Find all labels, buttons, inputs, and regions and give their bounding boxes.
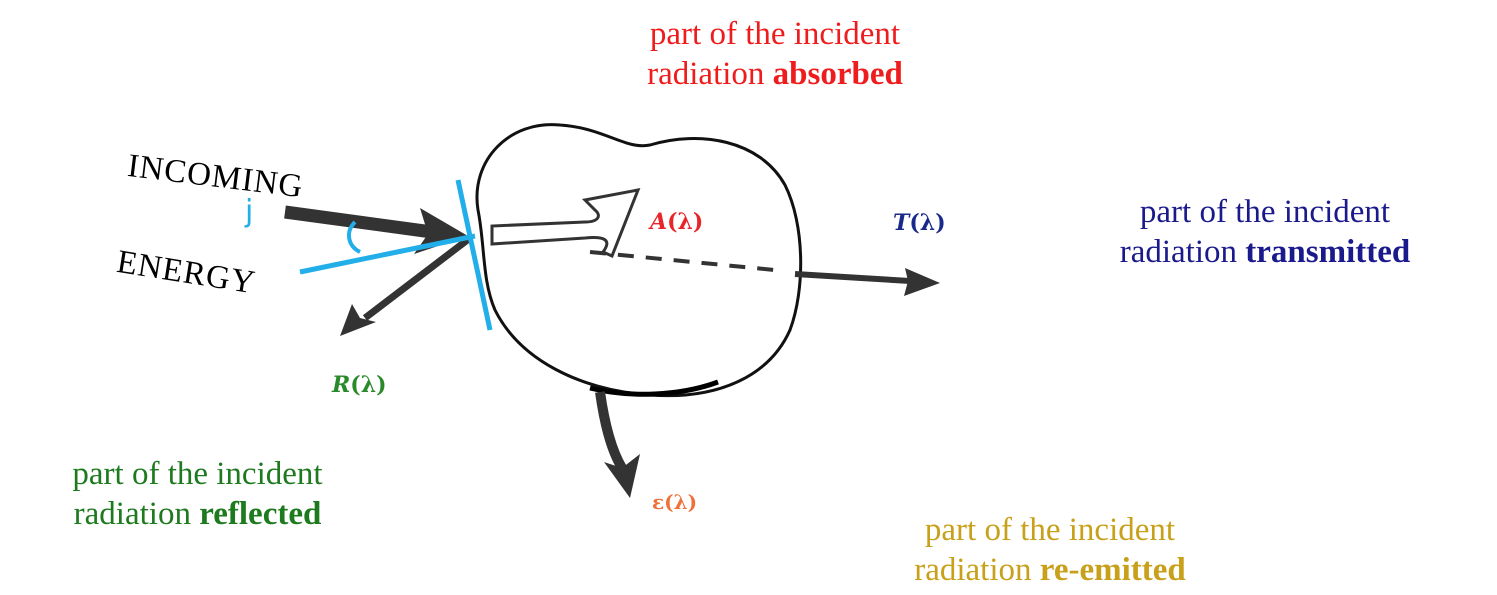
transmitted-arrowhead — [904, 268, 940, 296]
reflected-arrowhead — [340, 304, 376, 336]
emitted-arrow — [595, 391, 627, 471]
emittance-symbol: ε(λ) — [652, 490, 698, 514]
transmitted-arrow — [794, 271, 911, 284]
caption-transmitted: part of the incident radiation transmitt… — [1119, 194, 1411, 270]
angle-label: j — [245, 194, 254, 229]
incidence-angle-arc — [347, 220, 362, 254]
absorptance-symbol: A(λ) — [650, 209, 704, 235]
transmittance-symbol: T(λ) — [893, 210, 946, 236]
body-outline — [475, 123, 803, 398]
reflectance-symbol: R(λ) — [332, 372, 387, 398]
surface-tangent-line — [455, 179, 493, 331]
incoming-arrow — [284, 205, 433, 239]
emitting-surface-arc — [589, 379, 719, 397]
incoming-arrowhead — [414, 208, 468, 254]
caption-reflected: part of the incident radiation reflected — [72, 456, 323, 532]
emitted-arrowhead — [604, 454, 640, 498]
caption-absorbed: part of the incident radiation absorbed — [647, 16, 903, 92]
surface-normal-line — [299, 233, 476, 275]
absorbed-arrow — [490, 188, 641, 259]
internal-path-dashed — [589, 250, 786, 273]
reflected-arrow — [362, 235, 473, 321]
caption-reemitted: part of the incident radiation re-emitte… — [914, 512, 1186, 588]
